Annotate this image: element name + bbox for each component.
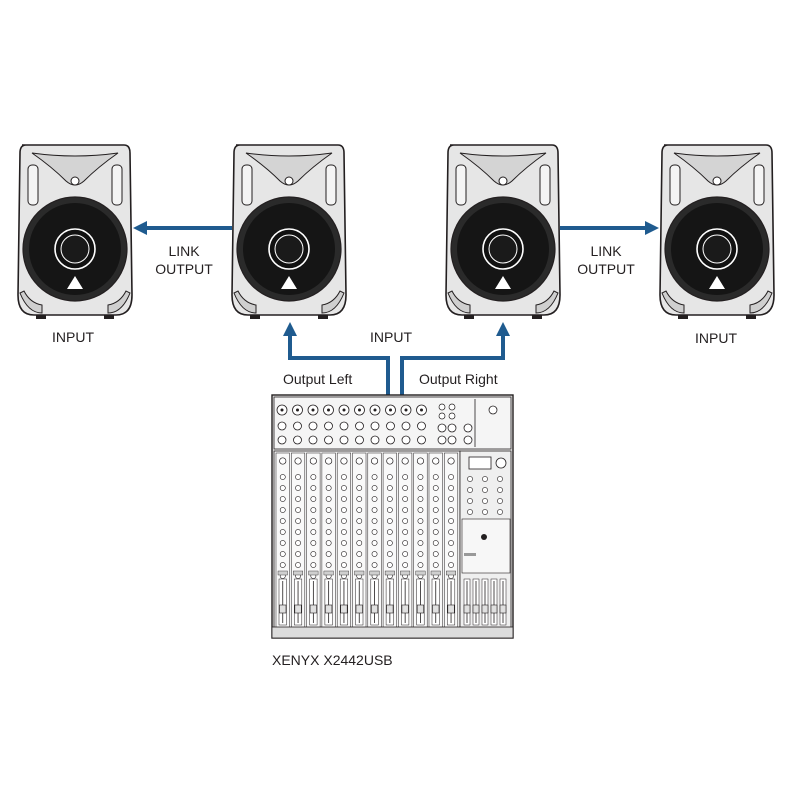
speaker-center-left [231, 144, 347, 320]
output-right-cable [400, 322, 510, 398]
link-output-right-line2: OUTPUT [577, 261, 635, 277]
link-cable-right [560, 221, 659, 235]
link-output-left-line2: OUTPUT [155, 261, 213, 277]
link-output-right-line1: LINK [590, 243, 622, 259]
mixer [271, 394, 514, 639]
link-cable-left [133, 221, 232, 235]
input-label-center: INPUT [370, 329, 412, 345]
input-label-left: INPUT [52, 329, 94, 345]
link-output-left-line1: LINK [168, 243, 200, 259]
speaker-center-right [445, 144, 561, 320]
speaker-far-right [659, 144, 775, 320]
output-left-cable [283, 322, 390, 398]
output-left-label: Output Left [283, 371, 353, 387]
input-label-right: INPUT [695, 330, 737, 346]
mixer-model-label: XENYX X2442USB [272, 652, 393, 668]
speaker-far-left [17, 144, 133, 320]
output-right-label: Output Right [419, 371, 498, 387]
